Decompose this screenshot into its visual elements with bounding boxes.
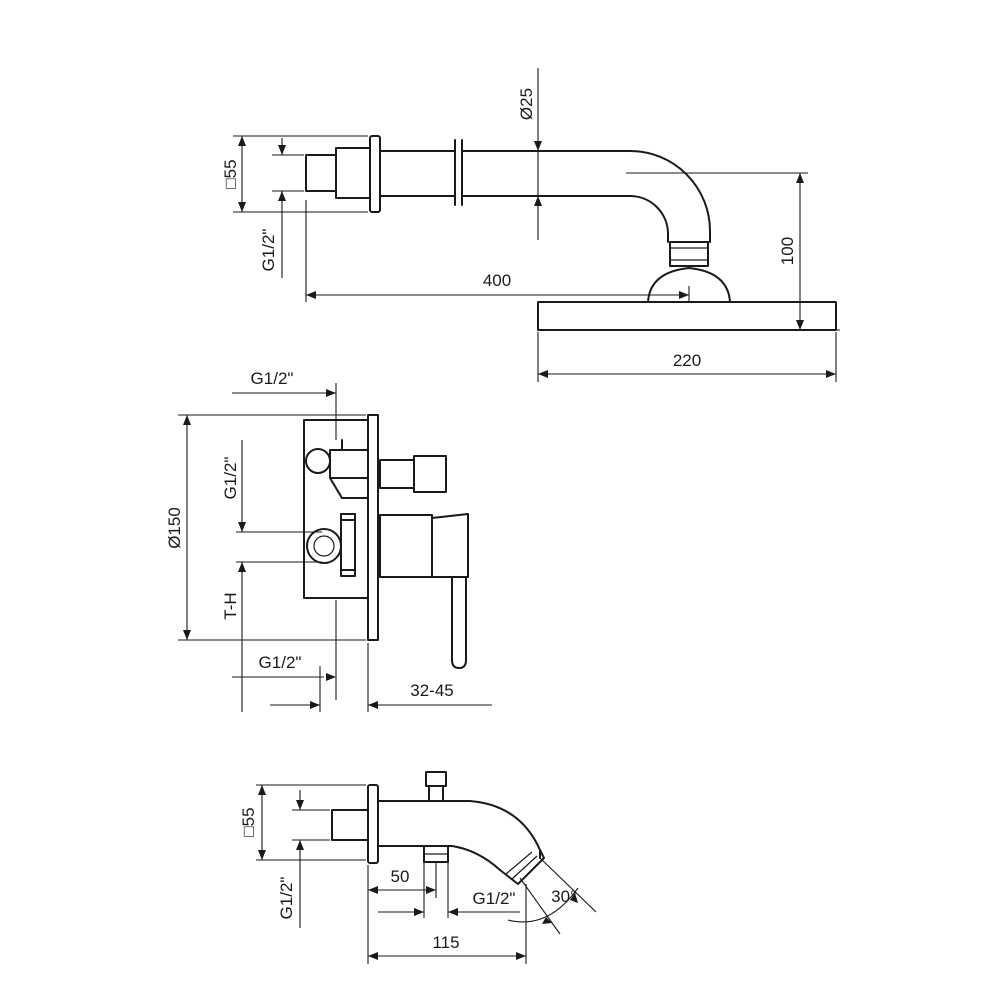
shower-head-plate [537,301,837,331]
mixer-lower-outlet [306,528,342,564]
mixer-connection-code: T-H [221,592,240,619]
spout-aerator [499,849,545,885]
spout-body [377,800,541,859]
mixer-body [303,419,369,599]
spout-diverter-offset-label: 50 [391,867,410,886]
spout-diverter-knob [425,771,447,787]
shower-head-ball-joint [647,267,731,303]
mixer-handle-body [379,514,433,578]
shower-arm-connector [669,241,709,267]
spout-length-label: 115 [432,933,459,952]
shower-arm-length-label: 400 [483,271,511,290]
mixer-cover-plate [367,414,379,641]
spout-view: □55 G1/2" 50 G1/2" 30° [239,771,597,964]
spout-flange-label: □55 [239,807,258,836]
mixer-upper-outlet [305,448,331,474]
shower-drop-label: 100 [778,237,797,265]
mixer-mid-thread-label: G1/2" [221,457,240,500]
shower-head-width-label: 220 [673,351,701,370]
spout-wall-flange [367,784,379,864]
mixer-view: G1/2" Ø150 G1/2" T-H G1/2" 32-45 [165,369,492,712]
diverter-knob [413,455,447,493]
shower-arm-flange-label: □55 [221,159,240,188]
shower-arm-bend [629,150,711,243]
shower-arm-view: □55 G1/2" Ø25 400 100 220 [221,68,840,382]
mixer-plate-diameter-label: Ø150 [165,507,184,549]
mixer-top-thread-label: G1/2" [251,369,294,388]
spout-inlet-thread-label: G1/2" [277,877,296,920]
diverter-stem [379,459,415,489]
spout-outlet-thread-label: G1/2" [473,889,516,908]
spout-outlet-angle-label: 30° [551,887,577,906]
shower-arm-inlet-stub [305,154,337,192]
spout-inlet-stub [331,809,369,841]
shower-arm-nut [335,147,371,199]
mixer-bottom-thread-label: G1/2" [259,653,302,672]
shower-arm-wall-flange [369,135,381,213]
mixer-wall-depth-label: 32-45 [410,681,453,700]
shower-arm-pipe-diameter-label: Ø25 [517,88,536,120]
mixer-lever [431,513,469,578]
shower-arm-thread-label: G1/2" [259,229,278,272]
